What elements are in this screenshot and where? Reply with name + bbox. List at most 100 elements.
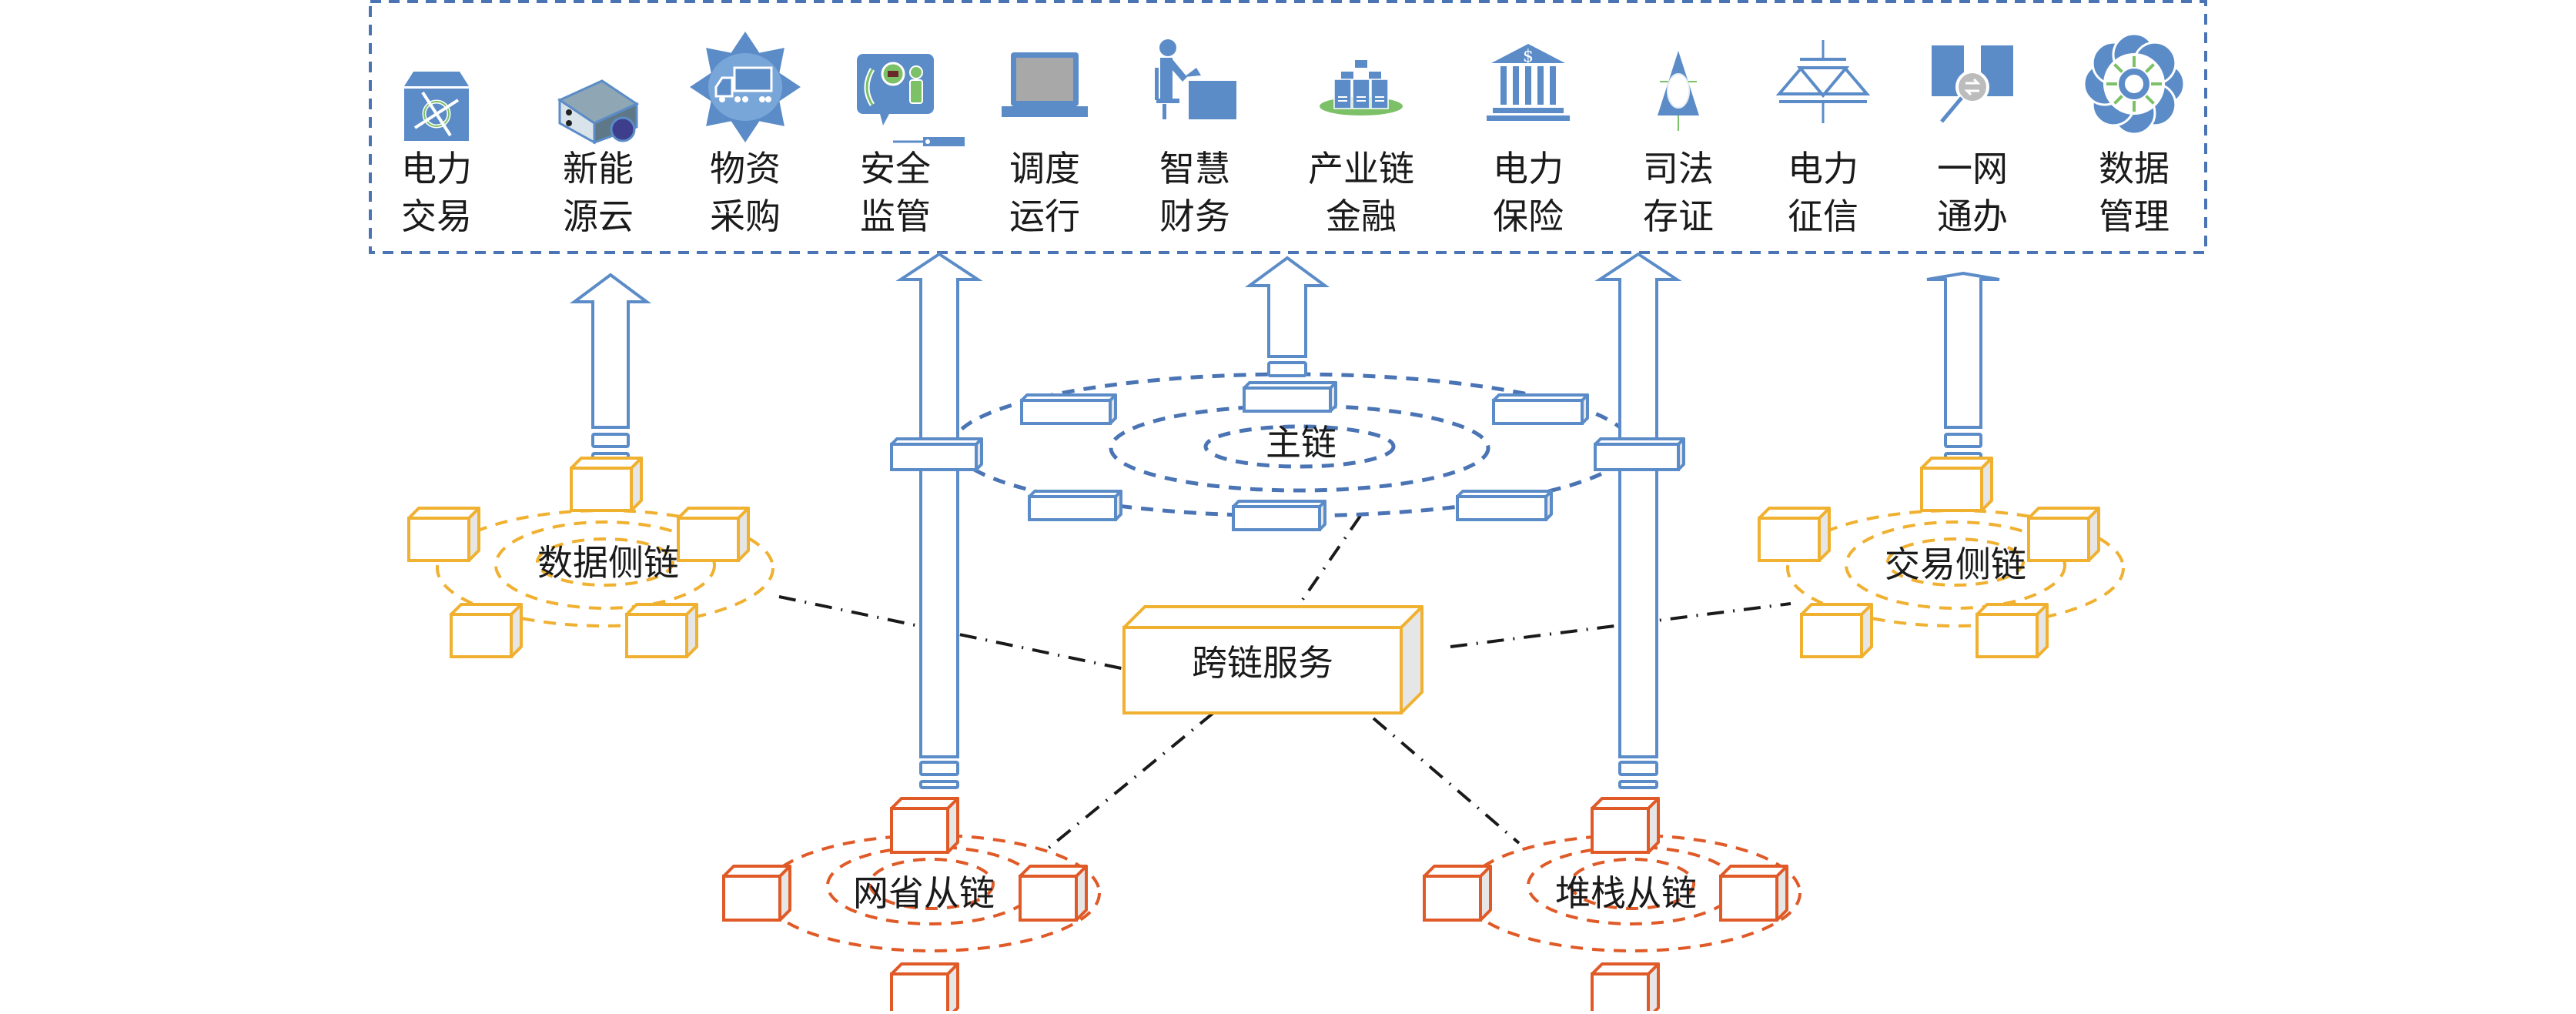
cross-chain-service-label: 跨链服务 [1192, 642, 1333, 684]
main-chain-node [1492, 393, 1589, 425]
application-item-label: 司法存证 [1601, 145, 1755, 240]
application-icons: $ [404, 32, 2186, 146]
application-item-label: 电力交易 [360, 145, 514, 240]
connector-main-chain [1297, 514, 1362, 607]
label-line-1: 安全 [860, 148, 931, 189]
trade-side-chain-middle-ring [1845, 520, 2066, 610]
bank-building-icon: $ [1487, 44, 1570, 121]
stack-slave-chain [1423, 797, 1802, 1014]
data-side-chain-label: 数据侧链 [537, 542, 679, 584]
main-chain-node [890, 437, 983, 471]
label-line-2: 存证 [1643, 196, 1714, 237]
main-chain-node [1594, 437, 1685, 471]
application-item-label: 产业链金融 [1284, 145, 1438, 240]
data-side-chain-node [677, 507, 750, 562]
grid-slave-chain-node [722, 865, 791, 922]
trade-side-chain-node [1800, 603, 1873, 658]
arrow-grid-slave-chain [895, 252, 983, 789]
label-line-1: 调度 [1009, 148, 1080, 189]
label-line-2: 交易 [401, 196, 472, 237]
main-chain-label: 主链 [1266, 422, 1337, 463]
arrows [569, 252, 2000, 854]
label-line-1: 电力 [1493, 148, 1564, 189]
trade-side-chain-node [1975, 603, 2049, 658]
data-side-chain-node [625, 603, 698, 658]
connector-data-side-chain [778, 595, 1129, 671]
stack-slave-chain-node [1591, 797, 1660, 854]
one-network-search-icon [1932, 45, 2013, 123]
stack-slave-chain-node [1591, 962, 1660, 1014]
label-line-1: 新能 [563, 148, 634, 189]
cross-chain-connectors [778, 514, 1791, 851]
svg-text:$: $ [1523, 47, 1534, 66]
data-flower-icon [2083, 32, 2186, 136]
data-side-chain-middle-ring [494, 520, 716, 610]
application-item-label: 数据管理 [2057, 145, 2211, 240]
application-layer-frame [369, 0, 2207, 254]
arrow-stack-slave-chain [1594, 252, 1682, 789]
main-chain-node [1456, 490, 1553, 521]
data-side-chain-node [450, 603, 523, 658]
truck-star-icon [690, 32, 801, 142]
grid-slave-chain-inner-ring [868, 858, 995, 910]
trade-side-chain-label: 交易侧链 [1885, 544, 2026, 585]
connector-trade-side-chain [1450, 602, 1791, 648]
application-item-label: 一网通办 [1895, 145, 2049, 240]
connector-grid-slave-chain [1045, 711, 1215, 851]
label-line-1: 司法 [1643, 148, 1714, 189]
label-line-2: 源云 [563, 196, 634, 237]
application-item-label: 物资采购 [668, 145, 822, 240]
label-line-2: 采购 [710, 196, 781, 237]
application-item-label: 新能源云 [521, 145, 675, 240]
label-line-2: 通办 [1937, 196, 2008, 237]
label-line-1: 智慧 [1159, 148, 1230, 189]
server-cluster-icon [1320, 60, 1403, 115]
label-line-2: 保险 [1493, 196, 1564, 237]
laptop-icon [1002, 52, 1088, 117]
finance-worker-icon [1155, 39, 1236, 119]
main-chain-node [1028, 490, 1122, 521]
application-item-label: 电力征信 [1746, 145, 1900, 240]
main-chain-inner-ring [1203, 424, 1396, 469]
label-line-2: 运行 [1009, 196, 1080, 237]
arrow-main-chain [1244, 256, 1330, 377]
application-item-label: 智慧财务 [1118, 145, 1272, 240]
grid-slave-chain-node [1019, 865, 1088, 922]
security-monitor-icon [857, 54, 965, 146]
connector-stack-slave-chain [1372, 717, 1521, 845]
data-side-chain-node [407, 507, 480, 562]
main-chain-middle-ring [1109, 403, 1490, 493]
stack-slave-chain-label: 堆栈从链 [1555, 872, 1697, 914]
server-cloud-icon [557, 79, 640, 145]
stack-slave-chain-inner-ring [1569, 858, 1695, 910]
label-line-1: 电力 [401, 148, 472, 189]
trade-side-chain-node [2027, 507, 2100, 562]
grid-slave-chain-label: 网省从链 [853, 872, 995, 914]
data-side-chain-node [570, 457, 643, 512]
main-chain-node [1243, 381, 1337, 413]
label-line-1: 一网 [1937, 148, 2008, 189]
stack-slave-chain-node [1719, 865, 1788, 922]
grid-slave-chain-node [890, 797, 959, 854]
justice-triangle-icon [1658, 51, 1699, 131]
power-trading-icon [404, 72, 469, 141]
cross-chain-service-box [1122, 605, 1423, 714]
label-line-1: 数据 [2099, 148, 2170, 189]
application-item-label: 调度运行 [968, 145, 1122, 240]
trade-side-chain-node [1758, 507, 1831, 562]
label-line-2: 监管 [860, 196, 931, 237]
credit-symbol-icon [1775, 40, 1871, 123]
application-item-label: 安全监管 [818, 145, 972, 240]
arrow-trade-side-chain [1926, 271, 2000, 462]
main-chain-edge-nodes [570, 437, 1993, 854]
data-side-chain-inner-ring [536, 537, 674, 587]
application-item-label: 电力保险 [1451, 145, 1605, 240]
label-line-1: 电力 [1788, 148, 1858, 189]
trade-side-chain-inner-ring [1886, 537, 2025, 587]
label-line-2: 财务 [1159, 196, 1230, 237]
label-line-1: 产业链 [1308, 148, 1414, 189]
chains [407, 372, 2125, 1014]
label-line-1: 物资 [710, 148, 781, 189]
